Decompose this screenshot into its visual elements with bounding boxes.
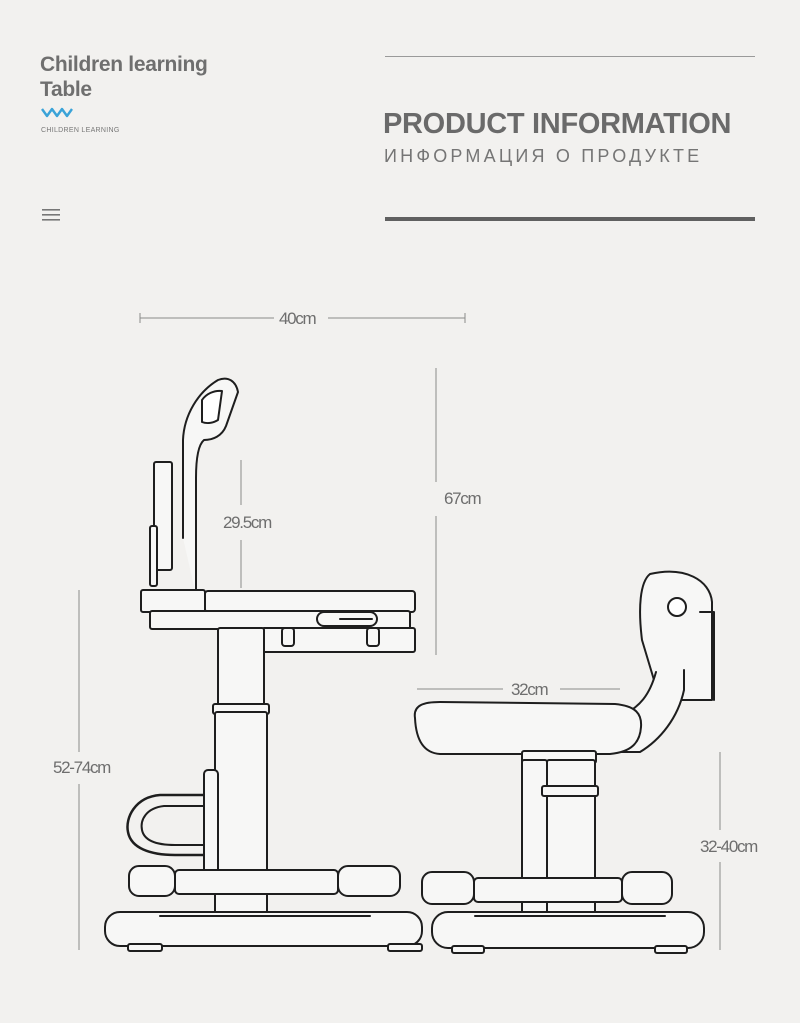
- top-divider: [385, 56, 755, 57]
- desk-height-label: 52-74cm: [53, 758, 111, 777]
- seat-width-label: 32cm: [511, 680, 549, 699]
- lamp-height-label: 29.5cm: [223, 513, 272, 532]
- page-title: PRODUCT INFORMATION: [383, 108, 732, 140]
- total-height-label: 67cm: [444, 489, 482, 508]
- seat-height-label: 32-40cm: [700, 837, 758, 856]
- heading-underline: [385, 217, 755, 221]
- desk-width-label: 40cm: [279, 309, 317, 328]
- page-title-russian: ИНФОРМАЦИЯ О ПРОДУКТЕ: [384, 146, 703, 166]
- dimension-lines: [78, 313, 721, 950]
- hamburger-menu-icon[interactable]: [42, 208, 60, 222]
- brand-title: Children learning Table: [40, 53, 208, 101]
- brand-subtitle: CHILDREN LEARNING: [41, 127, 120, 134]
- wave-logo-icon: [41, 107, 73, 118]
- chair-drawing: [413, 570, 715, 954]
- desk-drawing: [104, 377, 423, 952]
